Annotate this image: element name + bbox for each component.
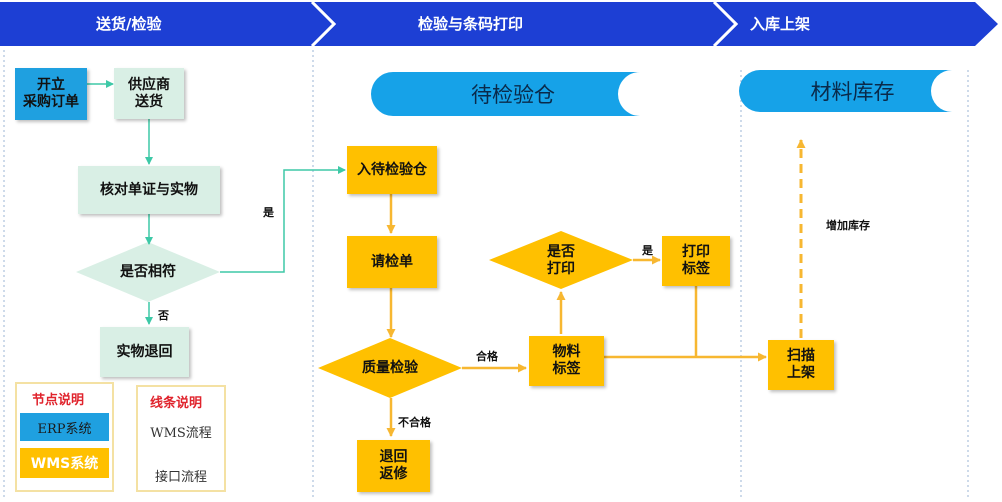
node-return-repair: 退回 返修 xyxy=(357,440,430,492)
node-supplier-delivery: 供应商 送货 xyxy=(114,68,184,119)
node-request-inspection: 请检单 xyxy=(347,236,437,288)
phase-label-delivery: 送货/检验 xyxy=(96,14,162,33)
edge-label-fail: 不合格 xyxy=(398,416,431,429)
node-print-decision: 是否 打印 xyxy=(547,244,575,277)
zone-banner-inventory xyxy=(739,70,952,112)
node-return-goods: 实物退回 xyxy=(100,327,189,377)
edge-label-add-stock: 增加库存 xyxy=(826,219,870,232)
legend-line-title: 线条说明 xyxy=(150,396,203,411)
phase-shape-delivery xyxy=(0,2,334,46)
legend-wms-flow: WMS流程 xyxy=(150,425,212,441)
phase-shape-inspection xyxy=(314,2,736,46)
edge-label-pass: 合格 xyxy=(476,350,498,363)
phase-shape-shelving xyxy=(716,2,998,46)
legend-wms-swatch: WMS系统 xyxy=(20,448,109,478)
teal-connectors xyxy=(87,80,346,325)
node-verify-docs: 核对单证与实物 xyxy=(78,166,220,214)
legend-node-title: 节点说明 xyxy=(32,393,85,408)
edge-label-yes-match: 是 xyxy=(263,206,274,219)
wms-connectors xyxy=(386,139,806,437)
node-print-label: 打印 标签 xyxy=(662,236,730,286)
diamond-is-match xyxy=(76,242,220,302)
phase-dividers xyxy=(3,50,969,498)
node-into-inspection: 入待检验仓 xyxy=(347,146,437,194)
diamond-quality-check xyxy=(318,338,462,398)
node-open-po: 开立 采购订单 xyxy=(15,68,87,120)
legend-line-box xyxy=(136,385,226,492)
zone-banners xyxy=(371,70,952,116)
zone-banner-inspection xyxy=(371,72,640,116)
node-quality-check: 质量检验 xyxy=(362,359,418,376)
node-is-match: 是否相符 xyxy=(120,263,176,280)
phase-label-shelving: 入库上架 xyxy=(750,14,811,33)
phase-label-inspection: 检验与条码打印 xyxy=(418,14,524,33)
node-material-label: 物料 标签 xyxy=(529,336,604,386)
zone-label-inspection: 待检验仓 xyxy=(471,83,555,107)
edge-label-no-match: 否 xyxy=(158,309,169,322)
edge-label-yes-print: 是 xyxy=(642,244,653,257)
diamond-print-decision xyxy=(489,231,633,289)
legend-interface-flow: 接口流程 xyxy=(154,469,207,485)
node-scan-shelve: 扫描 上架 xyxy=(768,340,834,390)
zone-label-inventory: 材料库存 xyxy=(810,80,895,104)
legend-erp-swatch: ERP系统 xyxy=(20,413,109,441)
phase-bar xyxy=(0,0,998,48)
